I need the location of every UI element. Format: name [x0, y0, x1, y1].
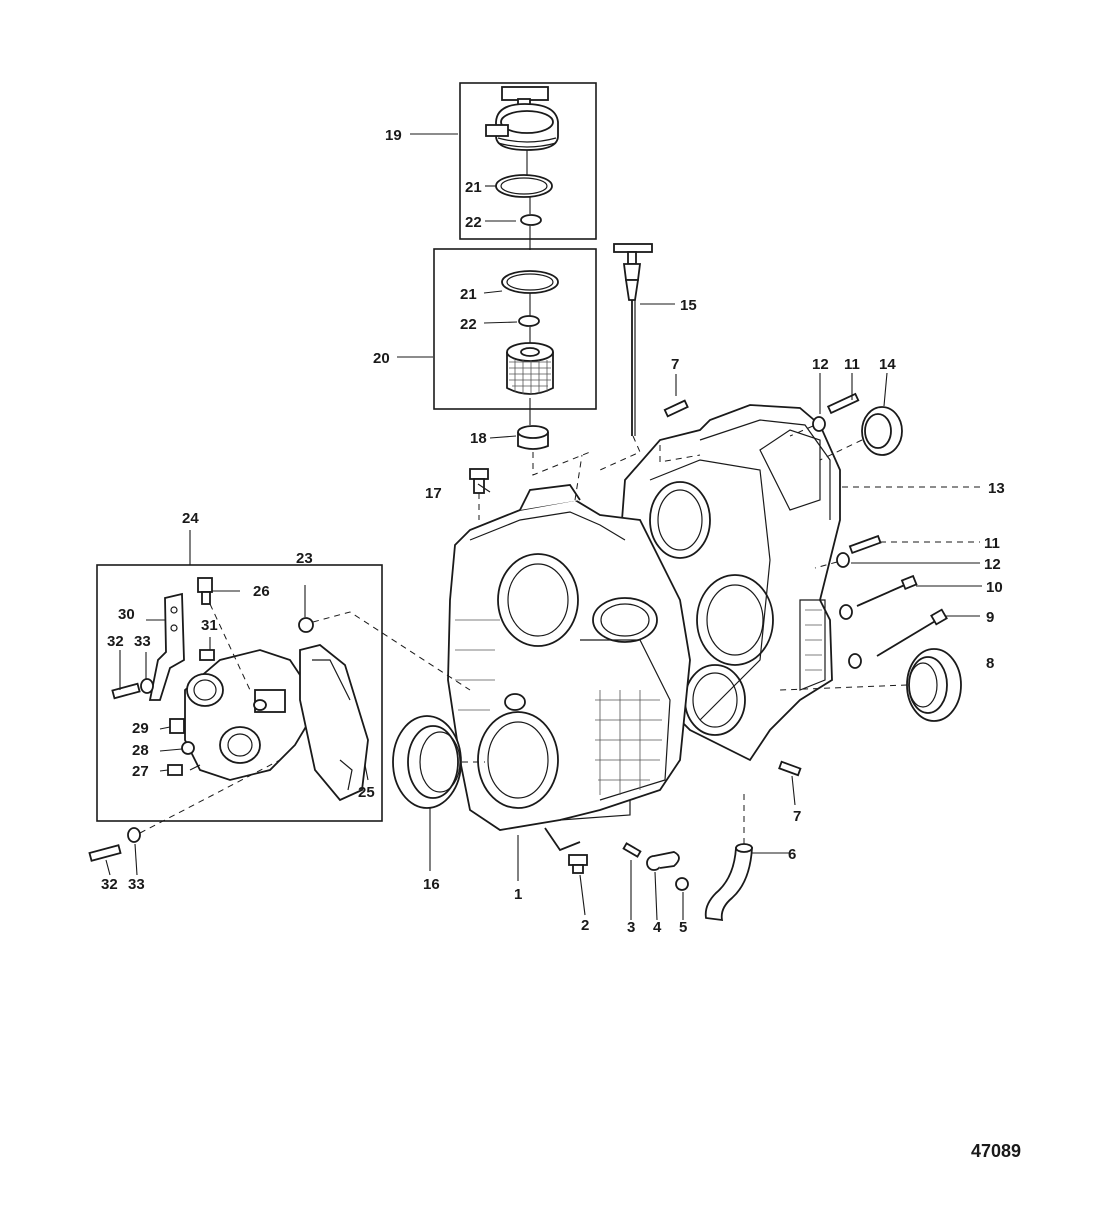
washer-12-lower: [836, 552, 850, 568]
drain-plug-2: [568, 854, 588, 874]
dipstick-15: [613, 243, 653, 436]
callout-21-lower: 21: [460, 286, 477, 303]
bolt-32-lower: [88, 844, 122, 862]
callout-22-upper: 22: [465, 214, 482, 231]
callout-6: 6: [788, 846, 796, 863]
callout-12-upper: 12: [812, 356, 829, 373]
dowel-pin-7-upper: [663, 399, 689, 418]
callout-26: 26: [253, 583, 270, 600]
seal-8: [906, 648, 962, 722]
callout-5: 5: [679, 919, 687, 936]
callout-3: 3: [627, 919, 635, 936]
callout-33-upper: 33: [134, 633, 151, 650]
hose-6: [704, 843, 753, 922]
bolt-11-upper: [826, 392, 860, 415]
callout-21-upper: 21: [465, 179, 482, 196]
nut-5: [675, 877, 689, 891]
washer-12-upper: [812, 416, 826, 432]
callout-10: 10: [986, 579, 1003, 596]
callout-2: 2: [581, 917, 589, 934]
oil-filter-element: [506, 342, 554, 395]
callout-19: 19: [385, 127, 402, 144]
oil-filter-box: [433, 248, 597, 410]
seal-14: [861, 406, 903, 456]
callout-13: 13: [988, 480, 1005, 497]
callout-18: 18: [470, 430, 487, 447]
callout-1: 1: [514, 886, 522, 903]
washer-33-lower: [127, 827, 141, 843]
callout-14: 14: [879, 356, 896, 373]
dowel-pin-7-lower: [778, 760, 802, 777]
callout-27: 27: [132, 763, 149, 780]
callout-15: 15: [680, 297, 697, 314]
bracket-30: [148, 592, 185, 701]
callout-32-lower: 32: [101, 876, 118, 893]
callout-7-upper: 7: [671, 356, 679, 373]
callout-9: 9: [986, 609, 994, 626]
callout-30: 30: [118, 606, 135, 623]
callout-28: 28: [132, 742, 149, 759]
callout-23: 23: [296, 550, 313, 567]
bolt-32-upper: [111, 682, 141, 700]
callout-7-lower: 7: [793, 808, 801, 825]
o-ring-22-lower: [518, 315, 540, 327]
callout-33-lower: 33: [128, 876, 145, 893]
filler-cap: [485, 86, 559, 151]
callout-11-upper: 11: [844, 356, 860, 373]
seal-16: [392, 715, 462, 809]
callout-32-upper: 32: [107, 633, 124, 650]
fitting-29: [169, 718, 185, 734]
screw-3: [622, 842, 642, 858]
gasket-25: [299, 644, 369, 802]
callout-29: 29: [132, 720, 149, 737]
callout-31: 31: [201, 617, 218, 634]
pump-assembly-box: [96, 564, 383, 822]
nut-23: [298, 617, 314, 633]
filler-cap-box: [459, 82, 597, 240]
callout-12-lower: 12: [984, 556, 1001, 573]
callout-8: 8: [986, 655, 994, 672]
sleeve-18: [517, 425, 549, 450]
long-bolt-10: [856, 574, 918, 607]
plug-27: [167, 764, 183, 776]
callout-17: 17: [425, 485, 442, 502]
callout-25: 25: [358, 784, 375, 801]
washer-28: [181, 741, 195, 755]
callout-16: 16: [423, 876, 440, 893]
long-bolt-9: [876, 608, 948, 657]
callout-4: 4: [653, 919, 662, 936]
sensor-26: [197, 577, 213, 605]
pump-body: [184, 649, 311, 781]
bolt-11-lower: [848, 534, 882, 555]
callout-11-lower: 11: [984, 535, 1000, 552]
diagram-number: 47089: [971, 1141, 1021, 1161]
callout-22-lower: 22: [460, 316, 477, 333]
washer-33-upper: [140, 678, 154, 694]
o-ring-22-upper: [520, 214, 542, 226]
front-housing-1: [447, 484, 691, 852]
callout-24: 24: [182, 510, 199, 527]
callout-20: 20: [373, 350, 390, 367]
clamp-4: [646, 851, 680, 871]
fitting-31: [199, 649, 215, 661]
